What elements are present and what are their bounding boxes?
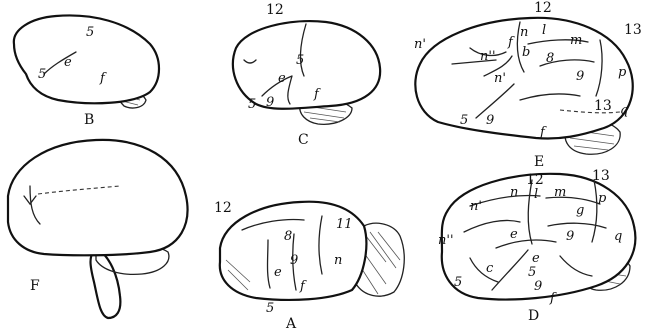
caption-d: D xyxy=(528,308,539,324)
label-e-p: p xyxy=(618,65,627,80)
label-e-n2: n'' xyxy=(480,49,496,64)
label-d-e: e xyxy=(510,227,518,242)
hemisphere-c xyxy=(233,21,380,109)
brainstem-f xyxy=(91,248,121,318)
figure-d: n'' n' n 12 l m 13 p g 9 q e e 5 c 9 f 5… xyxy=(438,168,635,324)
label-a-8: 8 xyxy=(284,229,292,244)
label-e-b: b xyxy=(522,45,530,60)
caption-f: F xyxy=(30,278,40,294)
label-e-9b: 9 xyxy=(486,113,494,128)
label-e-5: 5 xyxy=(460,113,468,128)
caption-e: E xyxy=(534,154,544,170)
label-d-l: l xyxy=(534,187,538,202)
label-d-9: 9 xyxy=(566,229,574,244)
label-d-5: 5 xyxy=(454,275,462,290)
label-a-n: n xyxy=(334,253,342,268)
label-b-5: 5 xyxy=(86,25,94,40)
label-d-n3: n'' xyxy=(438,233,454,248)
label-e-12: 12 xyxy=(534,0,552,16)
label-b-e: e xyxy=(64,55,72,70)
label-d-c: c xyxy=(486,261,494,276)
label-c-5: 5 xyxy=(296,53,304,68)
figure-e: n' n'' n' f n b l 12 m 8 9 13 p 13 q 9 5… xyxy=(414,0,642,170)
label-e-l: l xyxy=(542,23,546,38)
figure-b: 5 e f 5 B xyxy=(14,15,159,128)
label-d-5b: 5 xyxy=(528,265,536,280)
label-e-n4: n xyxy=(520,25,528,40)
label-d-9b: 9 xyxy=(534,279,542,294)
label-d-n1: n' xyxy=(470,199,482,214)
label-d-m: m xyxy=(554,185,566,200)
label-d-q: q xyxy=(614,229,622,244)
label-e-13: 13 xyxy=(624,22,642,38)
label-c-9: 9 xyxy=(266,95,274,110)
label-e-13b: 13 xyxy=(594,98,612,114)
label-e-n1: n' xyxy=(414,37,426,52)
label-d-e2: e xyxy=(532,251,540,266)
label-e-8: 8 xyxy=(546,51,554,66)
label-e-n3: n' xyxy=(494,71,506,86)
caption-c: C xyxy=(298,132,309,148)
label-a-12: 12 xyxy=(214,200,232,216)
figure-c: 12 5 e 9 f 5 C xyxy=(233,2,380,148)
label-c-5b: 5 xyxy=(248,97,256,112)
label-e-q: q xyxy=(620,103,628,118)
caption-a: A xyxy=(285,316,297,331)
label-a-11: 11 xyxy=(336,217,353,232)
label-d-12: 12 xyxy=(526,172,544,188)
label-c-e: e xyxy=(278,71,286,86)
label-d-p: p xyxy=(598,191,607,206)
label-e-9: 9 xyxy=(576,69,584,84)
label-e-m: m xyxy=(570,33,582,48)
label-a-9: 9 xyxy=(290,253,298,268)
caption-b: B xyxy=(84,112,94,128)
label-a-5: 5 xyxy=(266,301,274,316)
label-c-12: 12 xyxy=(266,2,284,18)
figure-a: 12 11 8 9 n e f 5 A xyxy=(214,200,404,331)
label-d-n: n xyxy=(510,185,518,200)
label-d-13: 13 xyxy=(592,168,610,184)
label-d-g: g xyxy=(576,203,584,218)
label-a-e: e xyxy=(274,265,282,280)
label-b-5b: 5 xyxy=(38,67,46,82)
figure-f: F xyxy=(8,140,188,318)
